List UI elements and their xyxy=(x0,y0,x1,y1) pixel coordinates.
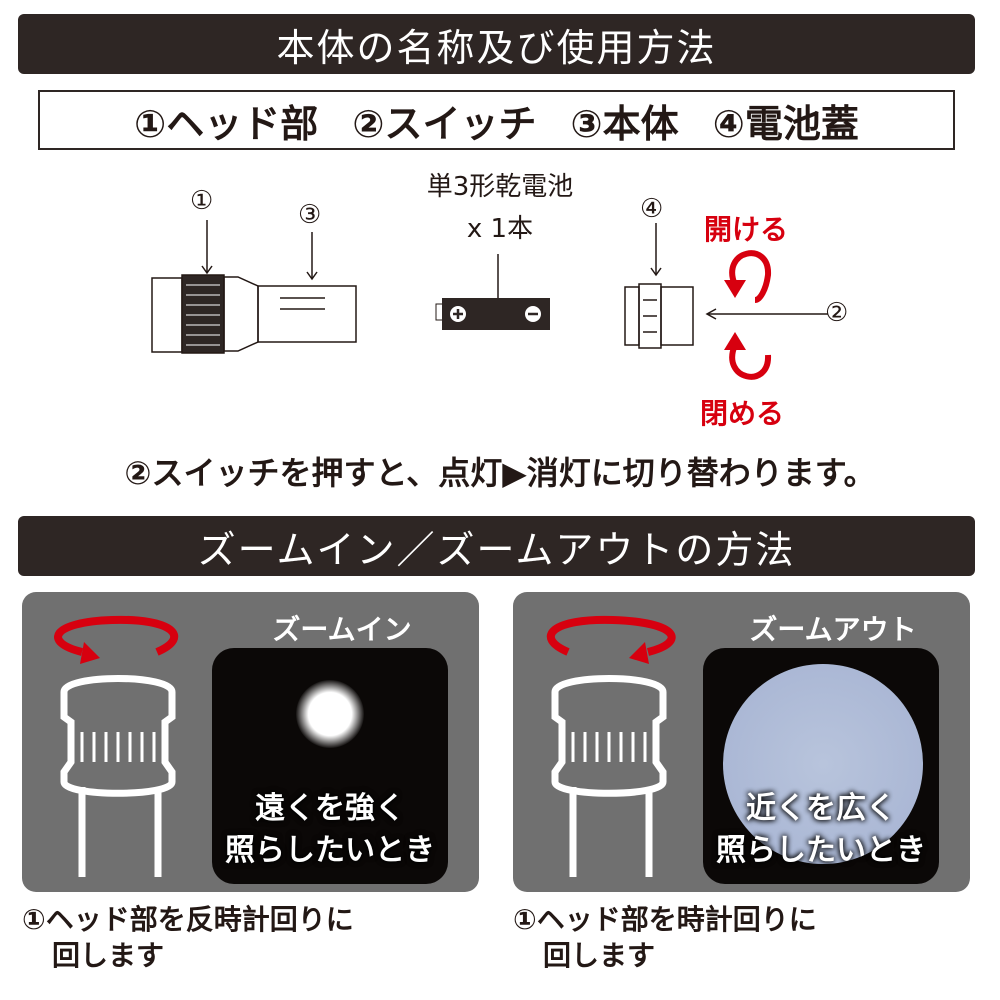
battery-label: 単3形乾電池 x 1本 xyxy=(400,166,600,250)
zoom-out-caption-line2: 回します xyxy=(543,939,656,972)
zoom-in-caption: ①ヘッド部を反時計回りに回します xyxy=(22,902,354,974)
zoom-in-description: 遠くを強く照らしたいとき xyxy=(212,788,448,872)
zoom-in-line1: 遠くを強く xyxy=(255,791,405,826)
part-switch: ②スイッチ xyxy=(352,101,537,146)
open-label: 開ける xyxy=(704,213,789,246)
flashlight-diagram xyxy=(151,220,828,380)
section-header-usage: 本体の名称及び使用方法 xyxy=(18,14,975,74)
parts-list: ①ヘッド部 ②スイッチ ③本体 ④電池蓋 xyxy=(38,90,955,150)
label-head: ① xyxy=(190,186,214,216)
zoom-in-caption-line2: 回します xyxy=(52,939,165,972)
zoom-out-caption: ①ヘッド部を時計回りに回します xyxy=(513,902,817,974)
zoom-out-caption-line1: ①ヘッド部を時計回りに xyxy=(513,903,817,936)
zoom-out-title: ズームアウト xyxy=(749,613,917,646)
zoom-out-beam-photo: 近くを広く照らしたいとき xyxy=(703,648,939,884)
rotate-open-arrow-icon xyxy=(724,250,772,303)
part-body: ③本体 xyxy=(570,101,679,146)
battery-count: x 1本 xyxy=(466,214,534,244)
zoom-in-caption-line1: ①ヘッド部を反時計回りに xyxy=(22,903,354,936)
narrow-beam-spot xyxy=(296,680,364,748)
switch-instruction: ②スイッチを押すと、点灯▶消灯に切り替わります。 xyxy=(124,454,876,492)
close-label: 閉める xyxy=(700,397,785,430)
zoom-in-line2: 照らしたいとき xyxy=(225,833,435,868)
battery-icon xyxy=(435,298,550,330)
rotate-close-arrow-icon xyxy=(724,332,772,380)
label-body: ③ xyxy=(298,200,322,230)
zoom-out-panel: ズームアウト 近くを広く照らしたいとき xyxy=(513,592,970,892)
zoom-in-title: ズームイン xyxy=(272,613,412,646)
battery-type: 単3形乾電池 xyxy=(426,172,574,202)
zoom-out-line1: 近くを広く xyxy=(746,791,896,826)
zoom-in-beam-photo: 遠くを強く照らしたいとき xyxy=(212,648,448,884)
zoom-in-panel: ズームイン 遠くを強く照らしたいとき xyxy=(22,592,479,892)
zoom-out-line2: 照らしたいとき xyxy=(716,833,926,868)
part-battery-cover: ④電池蓋 xyxy=(712,101,859,146)
wide-beam-spot xyxy=(723,664,923,864)
label-cover: ④ xyxy=(640,194,664,224)
part-head: ①ヘッド部 xyxy=(134,101,319,146)
label-switch: ② xyxy=(825,298,849,328)
zoom-out-description: 近くを広く照らしたいとき xyxy=(703,788,939,872)
section-header-zoom: ズームイン／ズームアウトの方法 xyxy=(18,516,975,576)
head-rotate-clockwise-icon xyxy=(546,615,676,877)
head-rotate-counterclockwise-icon xyxy=(54,615,179,877)
